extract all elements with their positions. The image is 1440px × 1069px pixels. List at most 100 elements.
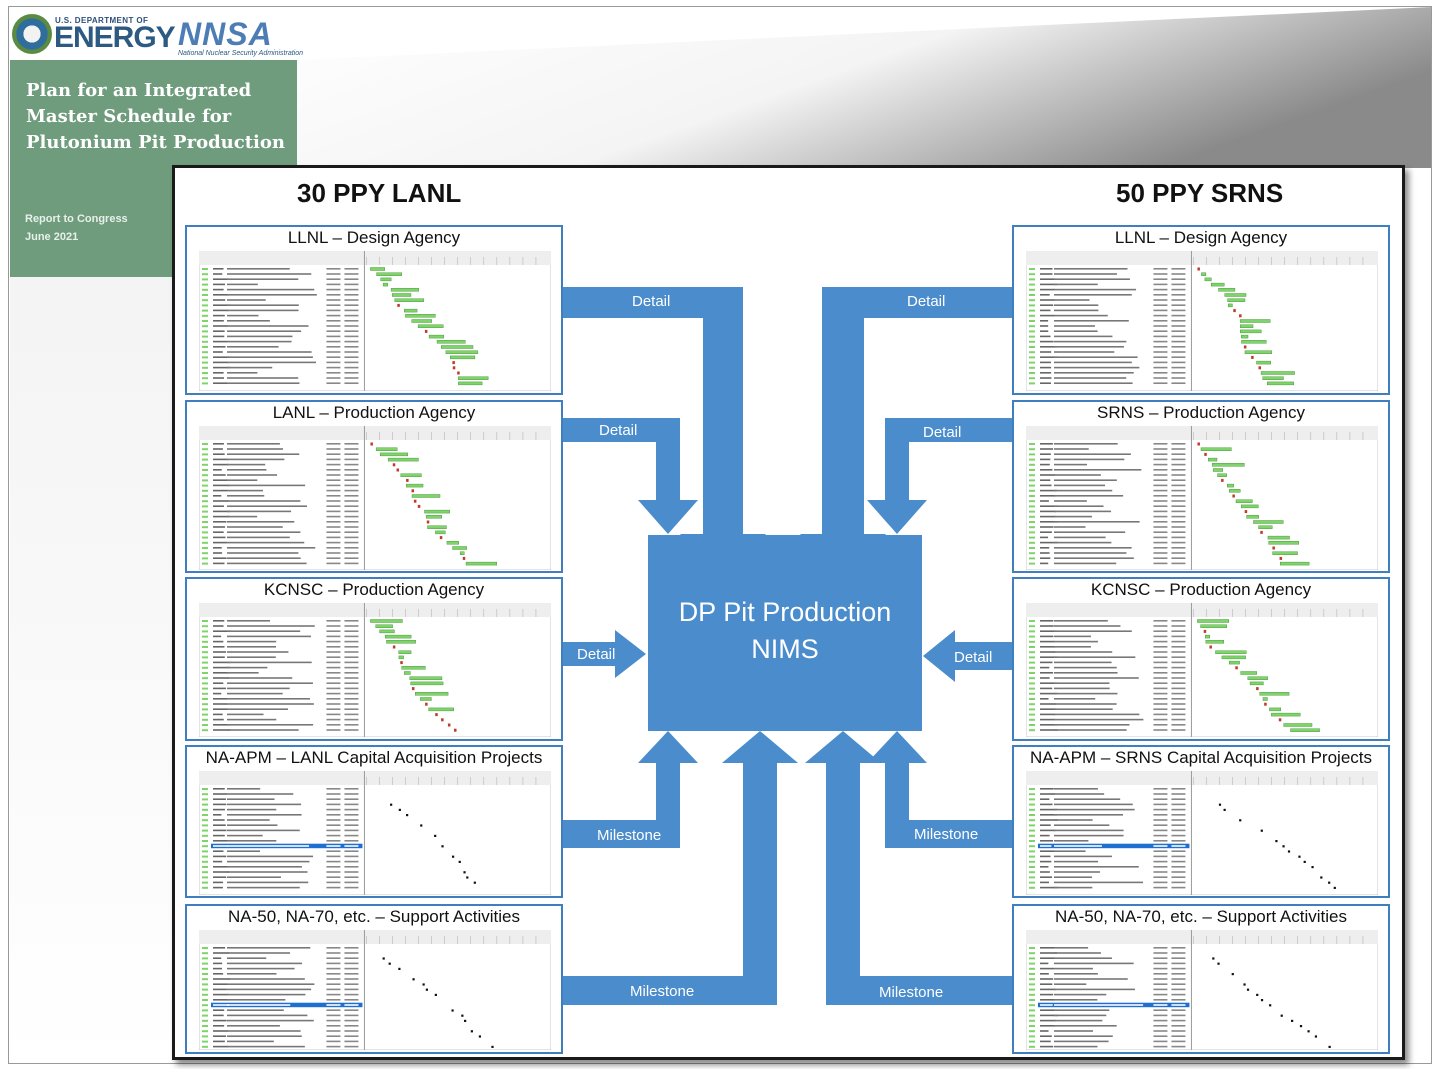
row-text: [1153, 1009, 1168, 1011]
row-text: [344, 947, 359, 949]
row-text: [1054, 666, 1117, 669]
row-text: [227, 304, 299, 306]
row-text: [213, 1025, 225, 1027]
row-text: [326, 962, 341, 965]
row-marker: [1029, 531, 1035, 534]
row-text: [1171, 947, 1186, 949]
gantt-bar: [1200, 624, 1227, 628]
row-text: [1171, 484, 1186, 487]
row-marker: [1029, 474, 1035, 477]
row-text: [213, 479, 228, 481]
row-text: [1153, 469, 1168, 471]
row-marker: [202, 356, 208, 359]
row-marker: [1029, 687, 1035, 690]
row-text: [227, 278, 299, 280]
panel-left-kcnsc: KCNSC – Production Agency: [185, 577, 563, 741]
row-text: [1054, 268, 1128, 270]
row-text: [1153, 729, 1168, 731]
row-marker: [202, 552, 208, 555]
row-text: [1054, 871, 1100, 873]
row-text: [227, 819, 270, 821]
row-text: [213, 356, 230, 358]
row-text: [1054, 703, 1117, 705]
row-text: [1054, 325, 1095, 327]
row-text: [344, 479, 359, 481]
row-text: [326, 489, 341, 492]
row-text: [1171, 1025, 1186, 1027]
row-text: [326, 448, 341, 450]
row-marker: [1029, 845, 1035, 848]
row-text: [1171, 630, 1186, 632]
milestone-diamond: [390, 803, 393, 806]
row-text: [1054, 1040, 1109, 1043]
row-text: [344, 952, 359, 954]
row-marker: [1029, 314, 1035, 317]
row-text: [344, 666, 359, 669]
row-marker: [1029, 489, 1035, 492]
row-text: [227, 536, 290, 539]
row-text: [1153, 1019, 1168, 1022]
row-text: [326, 325, 341, 327]
row-text: [227, 1019, 314, 1022]
row-text: [213, 952, 230, 954]
row-marker: [1029, 708, 1035, 711]
row-text: [227, 325, 309, 327]
row-text: [326, 635, 341, 638]
row-text: [1040, 510, 1057, 513]
logo-nnsa-subtitle: National Nuclear Security Administration: [178, 50, 304, 57]
row-text: [344, 521, 359, 523]
row-text: [227, 372, 258, 374]
row-text: [1171, 677, 1186, 679]
row-text: [213, 521, 227, 523]
row-text: [344, 495, 359, 497]
row-text: [1153, 630, 1168, 632]
row-text: [326, 377, 341, 379]
gantt-bar: [406, 483, 424, 488]
row-marker: [202, 320, 208, 322]
row-text: [1153, 666, 1168, 669]
row-marker: [202, 729, 208, 732]
row-text: [227, 299, 266, 301]
row-text: [213, 881, 224, 884]
row-text: [344, 886, 359, 889]
row-text: [227, 283, 258, 286]
row-text: [213, 718, 224, 721]
row-marker: [1029, 988, 1035, 991]
row-marker: [202, 983, 208, 986]
row-text: [344, 330, 359, 332]
row-text: [1040, 304, 1054, 306]
gantt-milestone: [392, 463, 396, 467]
row-text: [1153, 557, 1168, 559]
row-text: [344, 372, 359, 374]
milestone-diamond: [406, 814, 409, 817]
gantt-bar: [1253, 520, 1284, 524]
row-marker: [202, 724, 208, 726]
row-marker: [202, 294, 208, 296]
row-text: [344, 803, 359, 806]
row-text: [213, 886, 223, 889]
row-text: [1054, 557, 1134, 559]
row-text: [1171, 366, 1186, 369]
row-text: [1040, 1035, 1052, 1037]
row-text: [1153, 458, 1168, 461]
row-text: [1153, 526, 1168, 528]
milestone-diamond: [1303, 860, 1306, 863]
row-marker: [202, 698, 208, 700]
row-text: [227, 967, 295, 970]
row-text: [1040, 947, 1055, 949]
gantt-milestone: [1244, 510, 1248, 514]
row-marker: [1029, 325, 1035, 328]
row-text: [344, 531, 359, 533]
row-marker: [1029, 372, 1035, 374]
row-marker: [202, 630, 208, 633]
row-text: [213, 536, 226, 539]
row-marker: [202, 793, 208, 796]
row-marker: [202, 788, 208, 790]
row-text: [344, 299, 359, 301]
row-text: [1153, 824, 1168, 826]
row-text: [326, 620, 341, 622]
row-marker: [202, 309, 208, 312]
gantt-milestone: [447, 723, 451, 727]
row-text: [326, 340, 341, 343]
